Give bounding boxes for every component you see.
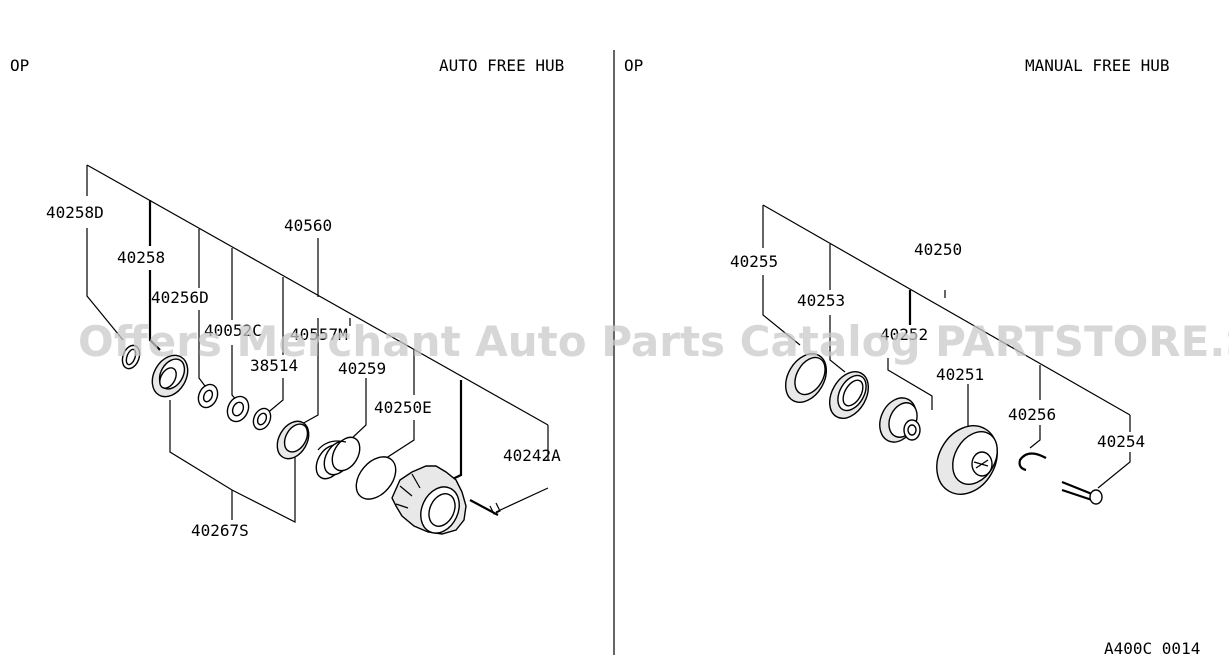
part-label-40560: 40560: [284, 216, 332, 235]
spring-part[interactable]: [311, 432, 366, 483]
o-ring-part[interactable]: [348, 449, 403, 506]
part-label-40256: 40256: [1008, 405, 1056, 424]
inner-hub-ring-part[interactable]: [822, 365, 876, 425]
part-label-40259: 40259: [338, 359, 386, 378]
hub-body-part[interactable]: [145, 349, 195, 403]
part-label-40052c: 40052C: [204, 321, 262, 340]
watermark-text: Offers Merchant Auto Parts Catalog PARTS…: [78, 317, 1229, 366]
manual-free-hub-assembly: 40255 40253 40252 40250 40251 40256 4025…: [730, 204, 1145, 505]
part-label-40254: 40254: [1097, 432, 1145, 451]
bolt-part[interactable]: [469, 499, 501, 516]
part-label-40557m: 40557M: [290, 325, 348, 344]
part-label-40250e: 40250E: [374, 398, 432, 417]
right-panel-title: MANUAL FREE HUB: [1025, 56, 1170, 75]
part-label-40255: 40255: [730, 252, 778, 271]
brake-ring-part[interactable]: [271, 416, 315, 465]
auto-free-hub-assembly: 40258D 40258 40256D 40052C 40557M 40560 …: [46, 164, 561, 540]
left-op-label: OP: [10, 56, 29, 75]
part-label-38514: 38514: [250, 356, 298, 375]
right-op-label: OP: [624, 56, 643, 75]
auto-hub-cover-part[interactable]: [391, 465, 467, 539]
drawing-code: A400C 0014: [1104, 639, 1200, 658]
part-label-40267s: 40267S: [191, 521, 249, 540]
part-label-40251: 40251: [936, 365, 984, 384]
clutch-assembly-part[interactable]: [873, 392, 923, 448]
part-label-40252: 40252: [880, 325, 928, 344]
manual-hub-ring-part[interactable]: [777, 346, 834, 409]
hub-bolt-part[interactable]: [1061, 480, 1103, 505]
part-label-40253: 40253: [797, 291, 845, 310]
left-panel-title: AUTO FREE HUB: [439, 56, 564, 75]
retaining-clip-part[interactable]: [1018, 452, 1047, 472]
part-label-40258d: 40258D: [46, 203, 104, 222]
part-label-40250: 40250: [914, 240, 962, 259]
manual-hub-knob-part[interactable]: [925, 415, 1009, 505]
part-label-40242a: 40242A: [503, 446, 561, 465]
part-label-40256d: 40256D: [151, 288, 209, 307]
part-label-40258: 40258: [117, 248, 165, 267]
